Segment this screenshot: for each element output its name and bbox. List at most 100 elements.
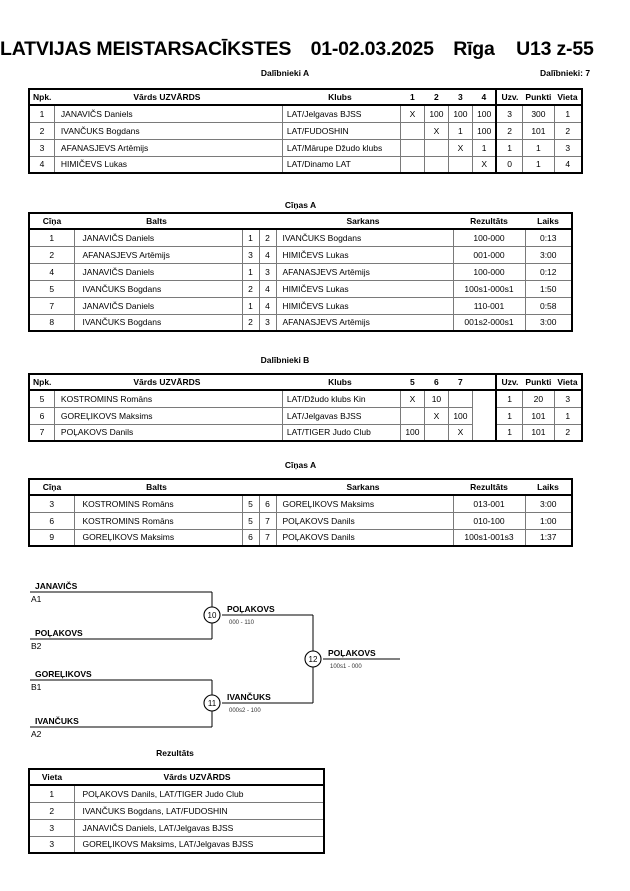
cell-match: 100 [471, 104, 497, 123]
results-table: Vieta Vārds UZVĀRDS 1 POĻAKOVS Danils, L… [28, 768, 325, 854]
col-points: Punkti [522, 374, 555, 391]
fights-b-title: Cīņas A [284, 460, 317, 470]
cell-name: POĻAKOVS Danils, LAT/TIGER Judo Club [73, 784, 325, 803]
cell-match [399, 155, 425, 174]
col-place: Vieta [29, 769, 74, 786]
bracket-match-node [304, 650, 322, 668]
col-match-2: 2 [424, 89, 449, 106]
cell-club: LAT/Jelgavas BJSS [281, 406, 401, 425]
pool-a-table: Npk. Vārds UZVĀRDS Klubs 1 2 3 4 Uzv. Pu… [28, 88, 583, 174]
col-match-spacer [472, 374, 497, 391]
col-time: Laiks [525, 479, 572, 496]
cell-points: 1 [521, 138, 555, 157]
cell-wins: 1 [495, 389, 523, 408]
cell-red-num: 4 [258, 279, 277, 298]
col-time: Laiks [525, 213, 572, 230]
bracket-entry-seed: B1 [31, 682, 42, 692]
cell-time: 3:00 [524, 313, 573, 332]
cell-fight: 1 [28, 228, 75, 247]
col-npk: Npk. [29, 374, 55, 391]
cell-match: X [447, 423, 473, 442]
cell-match: 100 [447, 104, 473, 123]
cell-white-num: 3 [241, 245, 260, 264]
cell-wins: 1 [495, 138, 523, 157]
bracket-match-number: 11 [208, 699, 217, 708]
cell-red: POĻAKOVS Danils [275, 528, 454, 547]
col-red-num [259, 213, 276, 230]
table-row: 2 AFANASJEVS Artēmijs 3 4 HIMIČEVS Lukas… [28, 245, 573, 264]
cell-result: 100s1-000s1 [452, 279, 526, 298]
col-match-5: 5 [400, 374, 425, 391]
cell-match: 100 [471, 121, 497, 140]
cell-points: 20 [521, 389, 555, 408]
cell-npk: 6 [28, 406, 55, 425]
cell-result: 100-000 [452, 262, 526, 281]
bracket-entry-name: IVANČUKS [35, 715, 79, 726]
elimination-bracket: JANAVIČS A1 POĻAKOVS B2 GOREĻIKOVS B1 IV… [0, 560, 630, 745]
cell-match-spacer [472, 407, 496, 424]
table-header-row: Cīņa Balts Sarkans Rezultāts Laiks [29, 479, 572, 496]
table-row: 3 KOSTROMINS Romāns 5 6 GOREĻIKOVS Maksi… [28, 494, 573, 513]
col-wins: Uzv. [495, 374, 523, 391]
event-city: Rīga [453, 38, 495, 60]
cell-red-num: 3 [258, 262, 277, 281]
col-white: Balts [74, 479, 242, 496]
cell-npk: 2 [28, 121, 55, 140]
cell-white-num: 2 [241, 313, 260, 332]
cell-red: AFANASJEVS Artēmijs [275, 313, 454, 332]
bracket-match-number: 10 [208, 611, 217, 620]
col-club: Klubs [282, 89, 401, 106]
cell-result: 100-000 [452, 228, 526, 247]
pool-b-table: Npk. Vārds UZVĀRDS Klubs 5 6 7 Uzv. Punk… [28, 373, 583, 442]
col-place: Vieta [554, 374, 582, 391]
table-row: 3 GOREĻIKOVS Maksims, LAT/Jelgavas BJSS [28, 835, 325, 854]
table-row: 1 JANAVIČS Daniels LAT/Jelgavas BJSS X 1… [28, 104, 583, 123]
col-fight: Cīņa [29, 479, 74, 496]
fights-a-table: Cīņa Balts Sarkans Rezultāts Laiks 1 JAN… [28, 212, 573, 332]
cell-wins: 1 [495, 406, 523, 425]
bracket-entry-seed: B2 [31, 641, 42, 651]
cell-club: LAT/FUDOSHIN [281, 121, 401, 140]
cell-result: 013-001 [452, 494, 526, 513]
cell-points: 1 [521, 155, 555, 174]
col-club: Klubs [282, 374, 401, 391]
bracket-match-score: 000s2 - 100 [229, 708, 261, 714]
bracket-match-node [203, 606, 221, 624]
bracket-entry-name: JANAVIČS [35, 580, 78, 591]
cell-name: AFANASJEVS Artēmijs [53, 138, 283, 157]
cell-white: JANAVIČS Daniels [73, 262, 243, 281]
cell-red-num: 6 [258, 494, 277, 513]
cell-result: 110-001 [452, 296, 526, 315]
cell-place: 2 [553, 121, 583, 140]
cell-result: 001s2-000s1 [452, 313, 526, 332]
cell-match: 10 [423, 389, 449, 408]
cell-match: 100 [399, 423, 425, 442]
cell-place: 1 [553, 104, 583, 123]
weight-category: U13 z-55 [516, 38, 594, 60]
page-title: LATVIJAS MEISTARSACĪKSTES 01-02.03.2025 … [0, 38, 630, 61]
cell-points: 101 [521, 121, 555, 140]
participants-count: Dalībnieki: 7 [540, 68, 591, 78]
cell-name: POĻAKOVS Danils [53, 423, 283, 442]
col-result: Rezultāts [453, 479, 525, 496]
pool-a-title: Dalībnieki A [260, 68, 310, 78]
cell-result: 100s1-001s3 [452, 528, 526, 547]
col-name: Vārds UZVĀRDS [54, 374, 283, 391]
bracket-entry-name: POĻAKOVS [35, 628, 83, 638]
cell-time: 1:00 [524, 511, 573, 530]
col-red: Sarkans [276, 479, 453, 496]
cell-name: IVANČUKS Bogdans [53, 121, 283, 140]
cell-fight: 7 [28, 296, 75, 315]
cell-name: HIMIČEVS Lukas [53, 155, 283, 174]
cell-fight: 9 [28, 528, 75, 547]
cell-white: KOSTROMINS Romāns [73, 494, 243, 513]
cell-time: 0:58 [524, 296, 573, 315]
cell-red-num: 2 [258, 228, 277, 247]
col-white: Balts [74, 213, 242, 230]
fights-b-table: Cīņa Balts Sarkans Rezultāts Laiks 3 KOS… [28, 478, 573, 547]
cell-white: IVANČUKS Bogdans [73, 279, 243, 298]
cell-white-num: 1 [241, 262, 260, 281]
cell-club: LAT/TIGER Judo Club [281, 423, 401, 442]
cell-white: JANAVIČS Daniels [73, 296, 243, 315]
cell-place: 3 [553, 138, 583, 157]
